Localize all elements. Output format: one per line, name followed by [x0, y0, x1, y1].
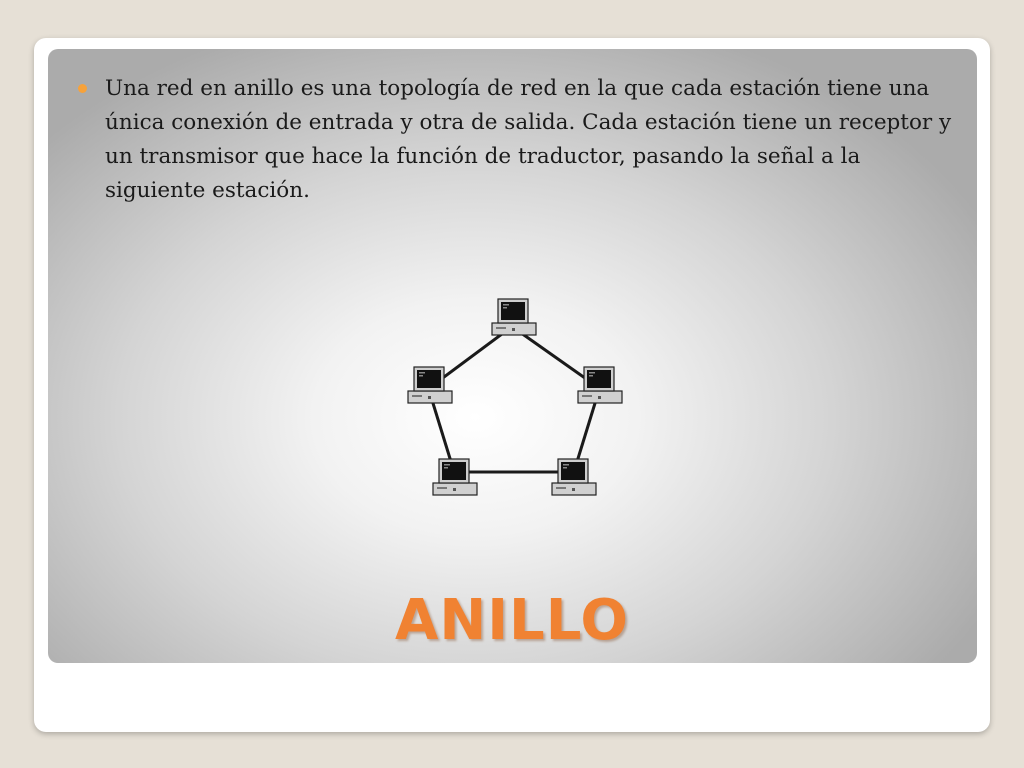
computer-icon — [491, 298, 537, 336]
link-left-top — [435, 326, 511, 385]
link-bottomleft-left — [430, 399, 454, 466]
slide-body-text: Una red en anillo es una topología de re… — [105, 76, 952, 203]
slide-title: ANILLO — [394, 588, 630, 653]
bullet-icon — [78, 84, 87, 93]
link-right-bottomright — [574, 399, 598, 466]
computer-icon — [577, 366, 623, 404]
computer-icon — [407, 366, 453, 404]
link-top-right — [513, 326, 593, 385]
computer-icon — [551, 458, 597, 496]
computer-icon — [432, 458, 478, 496]
slide-content — [48, 49, 977, 663]
ring-connections — [430, 326, 598, 474]
